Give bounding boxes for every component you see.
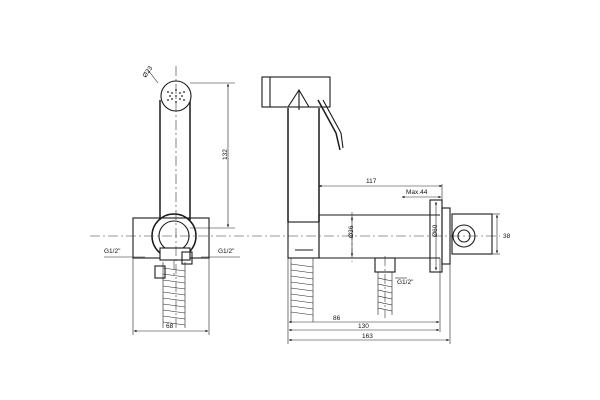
spray-nozzle-dots (167, 89, 185, 103)
dim-thread-left: G1/2" (104, 248, 121, 255)
side-connector (287, 221, 320, 259)
end-view-square (451, 213, 493, 255)
outlet-nut-right (181, 251, 193, 265)
dim-d60: Ø60 (432, 224, 439, 237)
wall-flange-rim (441, 207, 451, 265)
dim-163: 163 (362, 333, 373, 340)
outlet-nut-left (154, 265, 166, 279)
dim-38: 38 (503, 233, 511, 240)
dim-117: 117 (366, 178, 377, 185)
hose-connector (159, 247, 191, 261)
hose-side (290, 258, 314, 322)
trigger-lever (317, 99, 341, 151)
hose-front (162, 262, 186, 328)
trigger-lever-edge (322, 99, 344, 149)
handle-body (159, 100, 191, 220)
side-dimensions: 117 Max.44 Ø36 Ø60 G1/2" 38 86 130 163 (287, 178, 511, 344)
dim-outlet-thread: G1/2" (397, 279, 414, 286)
dim-height: 132 (222, 149, 229, 160)
dim-max44: Max.44 (406, 189, 428, 196)
dim-86: 86 (333, 315, 341, 322)
end-view-ring-outer (452, 224, 476, 248)
dim-130: 130 (358, 323, 369, 330)
valve-body (319, 214, 440, 259)
dim-d36: Ø36 (348, 225, 355, 238)
dim-width-front: 68 (166, 323, 174, 330)
dim-thread-right: G1/2" (218, 248, 235, 255)
side-view (261, 76, 493, 322)
leader-diameter (147, 69, 159, 84)
end-view-ring-inner (457, 229, 471, 243)
front-view (90, 66, 500, 330)
side-handle-body (287, 108, 320, 222)
dim-spray-diameter: Ø23 (142, 65, 155, 79)
